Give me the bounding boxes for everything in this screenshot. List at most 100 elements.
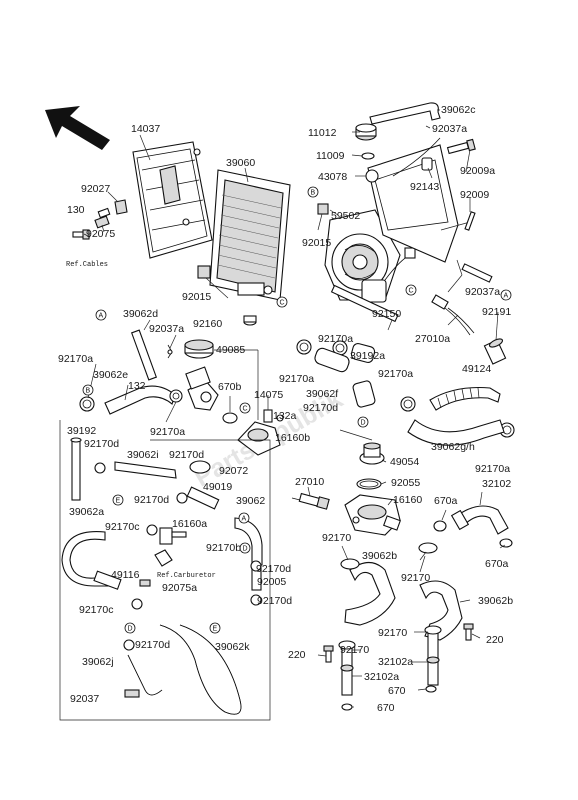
grommet-92160 — [243, 315, 257, 326]
grommet-92027 — [114, 199, 128, 215]
label-92143: 92143 — [410, 181, 439, 193]
corrugated-hose-49124 — [429, 386, 501, 411]
label-92170d-g: 92170d — [135, 639, 170, 651]
clip-92037a — [167, 344, 173, 359]
label-92170d-f: 92170d — [257, 595, 292, 607]
label-220-left: 220 — [288, 649, 306, 661]
callout-E-2: E — [209, 622, 221, 634]
thermostat-49054 — [359, 442, 385, 465]
label-670-1: 670 — [388, 685, 406, 697]
label-92170a-6: 92170a — [475, 463, 510, 475]
svg-text:E: E — [116, 498, 121, 505]
label-16160a: 16160a — [172, 518, 207, 530]
label-92170a-3: 92170a — [279, 373, 314, 385]
label-92075: 92075 — [86, 228, 115, 240]
label-39062b-2: 39062b — [478, 595, 513, 607]
svg-text:C: C — [409, 288, 414, 295]
label-92150: 92150 — [372, 308, 401, 320]
label-92037a-top: 92037a — [432, 123, 467, 135]
bolt-92009 — [464, 211, 476, 231]
svg-text:A: A — [504, 293, 509, 300]
label-ref-carburetor: Ref.Carburetor — [157, 572, 216, 580]
label-49085: 49085 — [216, 344, 245, 356]
part-number-labels: 14037 39060 11012 11009 43078 39062c 920… — [58, 104, 513, 714]
pump-housing — [185, 366, 219, 411]
label-16160b: 16160b — [275, 432, 310, 444]
grommet-92015 — [197, 203, 329, 279]
label-92009a: 92009a — [460, 165, 495, 177]
label-92160: 92160 — [193, 318, 222, 330]
callout-C-3: C — [239, 402, 251, 414]
svg-text:D: D — [361, 420, 366, 427]
label-670a-2: 670a — [485, 558, 509, 570]
svg-text:B: B — [86, 388, 91, 395]
callout-E-1: E — [112, 494, 124, 506]
fan-switch-92191 — [483, 338, 507, 365]
label-92027: 92027 — [81, 183, 110, 195]
label-27010: 27010 — [295, 476, 324, 488]
label-39062k: 39062k — [215, 641, 250, 653]
label-39062gh: 39062g/h — [431, 441, 475, 453]
reservoir-tank — [365, 144, 471, 263]
label-32102a-1: 32102a — [378, 656, 413, 668]
svg-text:A: A — [242, 516, 247, 523]
label-32102a-2: 32102a — [364, 671, 399, 683]
label-92170-2: 92170 — [401, 572, 430, 584]
hose-132 — [104, 385, 176, 415]
label-27010a: 27010a — [415, 333, 450, 345]
label-92009: 92009 — [460, 189, 489, 201]
label-670b: 670b — [218, 381, 242, 393]
label-92170a-5: 92170a — [150, 426, 185, 438]
label-92037a-left: 92037a — [149, 323, 184, 335]
radiator-core — [209, 169, 291, 301]
fan-switch-wire — [431, 259, 493, 336]
water-pump-cover — [184, 339, 214, 359]
collar-92075 — [94, 207, 111, 229]
label-59502: 59502 — [331, 210, 360, 222]
label-92170-1: 92170 — [322, 532, 351, 544]
hose-39062gh — [407, 419, 505, 446]
svg-text:C: C — [243, 406, 248, 413]
label-11009: 11009 — [316, 150, 345, 162]
svg-text:E: E — [213, 626, 218, 633]
svg-text:D: D — [128, 626, 133, 633]
label-39062e: 39062e — [93, 369, 128, 381]
hose-32102 — [450, 505, 509, 535]
label-32102: 32102 — [482, 478, 511, 490]
callout-A-right: A — [500, 289, 512, 301]
o-ring-92055 — [356, 478, 382, 490]
pipe-39062d — [130, 329, 158, 381]
direction-arrow-icon — [45, 106, 110, 150]
pipe-32102a-right — [424, 625, 442, 686]
callout-A-top: A — [95, 309, 107, 321]
thermostat-case-16160 — [344, 494, 401, 536]
label-92170b: 92170b — [206, 542, 241, 554]
label-92170-3: 92170 — [378, 627, 407, 639]
label-49019: 49019 — [203, 481, 232, 493]
label-39062d: 39062d — [123, 308, 158, 320]
label-92005: 92005 — [257, 576, 286, 588]
callout-A-box: A — [238, 512, 250, 524]
label-92055: 92055 — [391, 477, 420, 489]
label-14037: 14037 — [131, 123, 160, 135]
callout-D-2: D — [124, 622, 136, 634]
label-49054: 49054 — [390, 456, 419, 468]
label-43078: 43078 — [318, 171, 347, 183]
label-92037a-mid: 92037a — [465, 286, 500, 298]
leader-lines — [83, 109, 506, 708]
label-39062f: 39062f — [306, 388, 338, 400]
label-92170c-2: 92170c — [79, 604, 113, 616]
label-132a: 132a — [273, 410, 297, 422]
label-92037: 92037 — [70, 693, 99, 705]
hose-39062f — [314, 342, 376, 408]
label-92170a-1: 92170a — [318, 333, 353, 345]
callout-C-2: C — [405, 284, 417, 296]
label-49116: 49116 — [111, 569, 140, 581]
callout-D-1: D — [357, 416, 369, 428]
label-92170a-2: 92170a — [58, 353, 93, 365]
label-670a-1: 670a — [434, 495, 458, 507]
temp-sensor-27010 — [291, 492, 330, 510]
label-92015-left: 92015 — [182, 291, 211, 303]
label-92170d-d: 92170d — [134, 494, 169, 506]
callout-markers: A B B C C A C D E E A D D — [82, 186, 512, 634]
